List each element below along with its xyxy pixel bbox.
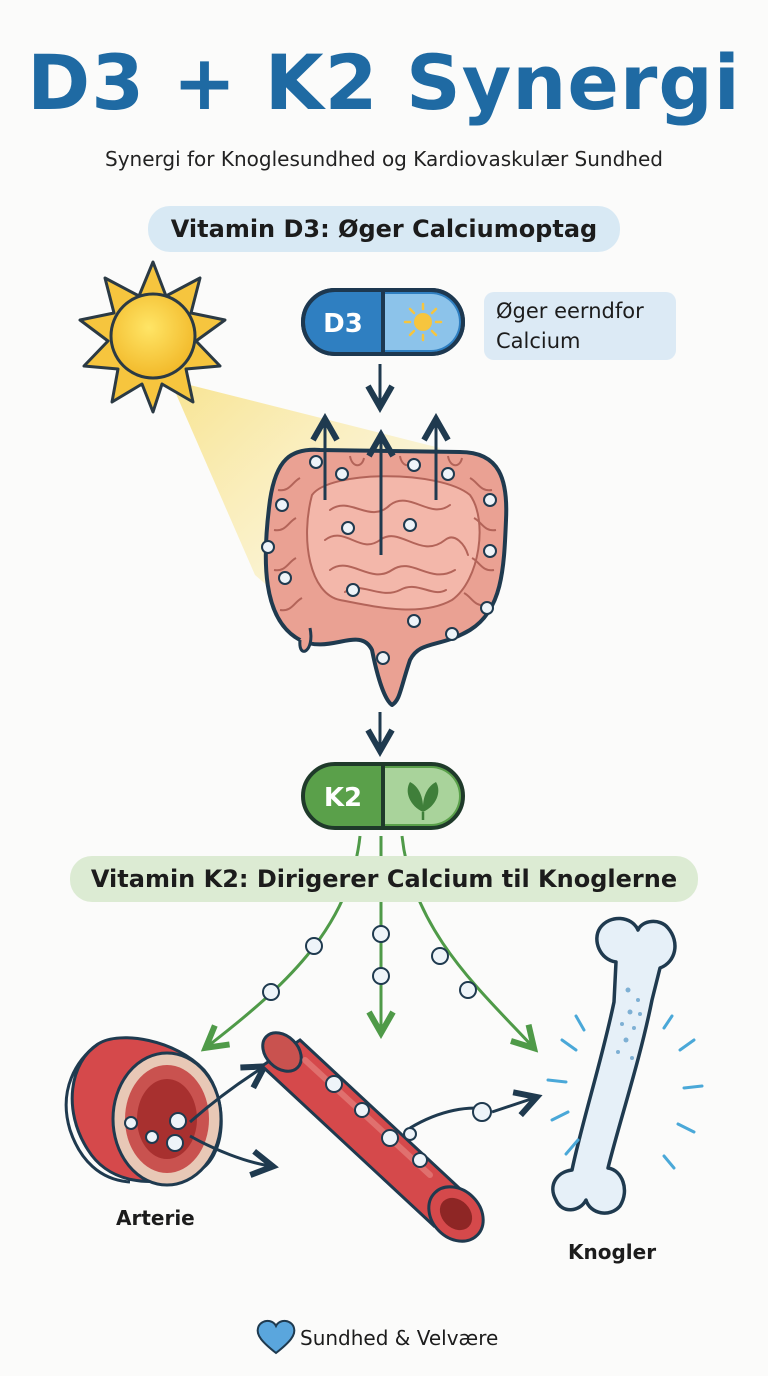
leaf-icon xyxy=(407,782,439,820)
calcium-particle-icon xyxy=(261,455,497,665)
intestine xyxy=(263,447,509,707)
calcium-particle-icon xyxy=(472,1102,492,1122)
calcium-particle-icon xyxy=(262,925,477,1001)
d3-capsule-label: D3 xyxy=(323,309,363,339)
blood-vessel xyxy=(259,1031,485,1243)
d3-note-box: Øger eerndfor Calcium xyxy=(484,292,676,360)
sun-icon xyxy=(78,260,227,414)
page-title: D3 + K2 Synergi xyxy=(27,38,741,127)
footer-brand: Sundhed & Velvære xyxy=(252,1320,532,1356)
k2-section-heading: Vitamin K2: Dirigerer Calcium til Knogle… xyxy=(70,856,698,902)
absorption-arrows xyxy=(325,422,436,555)
d3-capsule: D3 xyxy=(301,288,465,356)
artery-exit-arrows xyxy=(189,1068,270,1166)
sun-icon xyxy=(403,302,443,342)
k2-capsule: K2 xyxy=(301,762,465,830)
bones-label: Knogler xyxy=(568,1240,657,1264)
d3-section-heading: Vitamin D3: Øger Calciumoptag xyxy=(148,206,620,252)
footer-brand-text: Sundhed & Velvære xyxy=(300,1326,499,1350)
page-subtitle: Synergi for Knoglesundhed og Kardiovasku… xyxy=(105,147,663,171)
artery-label: Arterie xyxy=(116,1206,195,1230)
artery-cross-section xyxy=(64,1036,223,1187)
heart-icon xyxy=(256,1320,296,1355)
footer-icon-spacer xyxy=(252,1323,292,1353)
bone-glow xyxy=(546,1014,704,1170)
d3-note-line-1: Øger eerndfor xyxy=(496,299,644,323)
k2-capsule-label: K2 xyxy=(324,783,362,813)
d3-note-line-2: Calcium xyxy=(496,329,581,353)
bone-icon xyxy=(551,916,677,1215)
